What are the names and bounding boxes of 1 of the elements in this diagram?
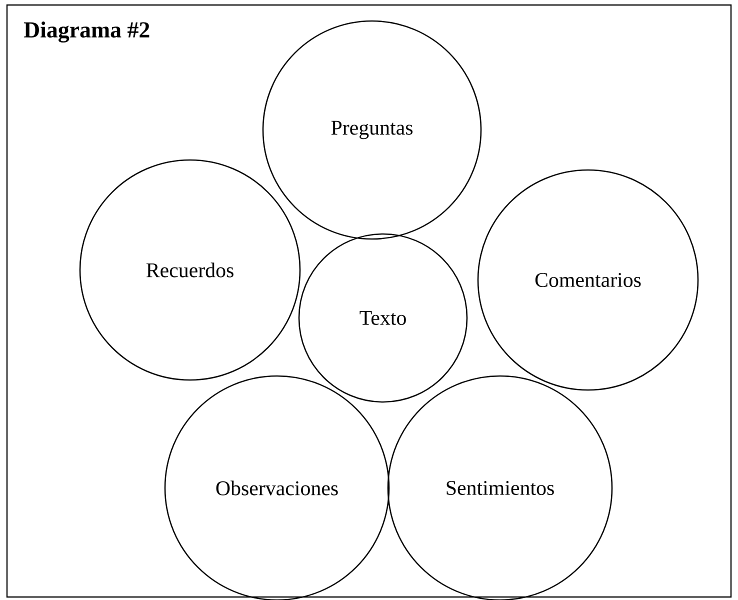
title: Diagrama #2 [24, 22, 150, 42]
